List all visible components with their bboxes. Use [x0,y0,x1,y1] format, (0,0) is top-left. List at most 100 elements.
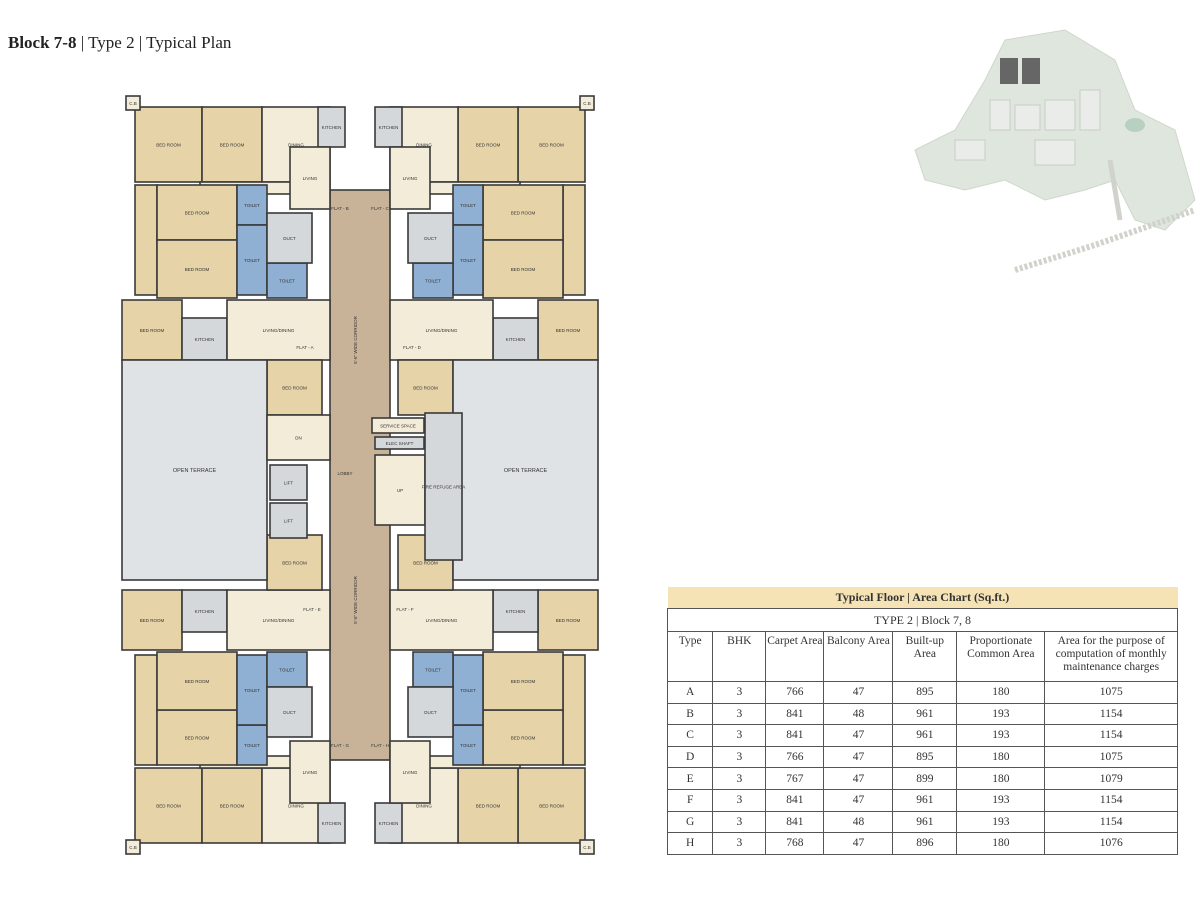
table-cell: 193 [956,810,1046,834]
toilet-label: TOILET [460,203,476,208]
table-cell: 961 [892,702,958,726]
cupboard-label: C.B [583,101,591,106]
toilet [452,184,484,226]
column-header: BHK [712,631,767,682]
toilet [452,224,484,296]
table-caption: Typical Floor | Area Chart (Sq.ft.) [667,587,1178,609]
lift-1-label: LIFT [284,481,294,486]
table-cell: 841 [765,702,825,726]
bedroom-label: BED ROOM [413,561,438,566]
bedroom-label: BED ROOM [556,618,581,623]
table-cell: B [666,702,714,726]
table-cell: 3 [712,810,767,834]
access-road [1014,207,1196,273]
toilet [452,654,484,726]
bedroom-label: BED ROOM [476,143,501,148]
cupboard-label: C.B [583,845,591,850]
bedroom-label: BED ROOM [156,804,181,809]
table-cell: H [666,832,714,855]
dining-room-label: DINING [416,804,432,809]
toilet-label: TOILET [425,279,441,284]
toilet [452,724,484,766]
staircase-right-label: UP [397,488,403,493]
duct-label: DUCT [424,710,437,715]
toilet-label: TOILET [425,668,441,673]
lift-2 [269,502,308,539]
fire-refuge-area [424,412,463,561]
corridor-label-bottom: 5'-6" WIDE CORRIDOR [353,575,358,623]
bedroom-label: BED ROOM [539,804,564,809]
living-dining-room [226,299,331,361]
table-cell: 3 [712,681,767,704]
kitchen-label: KITCHEN [322,125,342,130]
toilet [412,262,454,299]
table-cell: G [666,810,714,834]
table-cell: 1154 [1044,810,1178,834]
toilet-label: TOILET [244,203,260,208]
kitchen [317,802,346,844]
table-cell: 1075 [1044,681,1178,704]
open-terrace-left-label: OPEN TERRACE [173,468,217,474]
bedroom-label: BED ROOM [511,211,536,216]
highlighted-block-8 [1022,58,1040,84]
living-dining-room-label: LIVING/DINING [426,618,458,623]
living-dining-room-label: LIVING/DINING [263,328,295,333]
dining-room-label: DINING [288,804,304,809]
water-body [1125,118,1145,132]
toilet [236,224,268,296]
table-cell: 47 [823,745,894,769]
table-cell: 841 [765,724,825,747]
bedroom [156,709,238,766]
table-cell: 895 [892,681,958,704]
bedroom-label: BED ROOM [539,143,564,148]
flat-label: FLAT - F [396,607,414,612]
table-cell: F [666,788,714,812]
living-dining-room-label: LIVING/DINING [263,618,295,623]
bedroom [457,767,519,844]
bedroom-label: BED ROOM [511,736,536,741]
table-cell: 3 [712,832,767,855]
table-cell: 1076 [1044,832,1178,855]
toilet [236,184,268,226]
kitchen-label: KITCHEN [506,337,526,342]
table-cell: 899 [892,767,958,790]
kitchen [317,106,346,148]
dining-room-label: DINING [416,143,432,148]
cupboard [579,839,595,855]
elec-shaft [374,436,425,450]
column-header: Balcony Area [823,631,894,682]
table-cell: 766 [765,745,825,769]
toilet [412,651,454,688]
bedroom-label: BED ROOM [185,679,210,684]
open-terrace-left [121,359,268,581]
kitchen-label: KITCHEN [195,609,215,614]
balcony [562,654,586,766]
highlighted-block-7 [1000,58,1018,84]
flat-label: FLAT - D [403,345,422,350]
table-cell: 961 [892,788,958,812]
table-cell: 48 [823,702,894,726]
bedroom [134,767,203,844]
bedroom-label: BED ROOM [511,679,536,684]
bedroom [121,299,183,361]
duct-label: DUCT [424,236,437,241]
balcony [134,184,158,296]
duct [407,212,454,264]
table-cell: 1154 [1044,724,1178,747]
bedroom-label: BED ROOM [140,618,165,623]
table-cell: 3 [712,788,767,812]
dining-room-label: DINING [288,143,304,148]
kitchen-label: KITCHEN [195,337,215,342]
flat-label: FLAT - B [331,206,349,211]
duct [407,686,454,738]
table-cell: 47 [823,724,894,747]
site-buildings [954,89,1101,166]
type-plan-label: | Type 2 | Typical Plan [76,33,232,52]
open-terrace-right [452,359,599,581]
